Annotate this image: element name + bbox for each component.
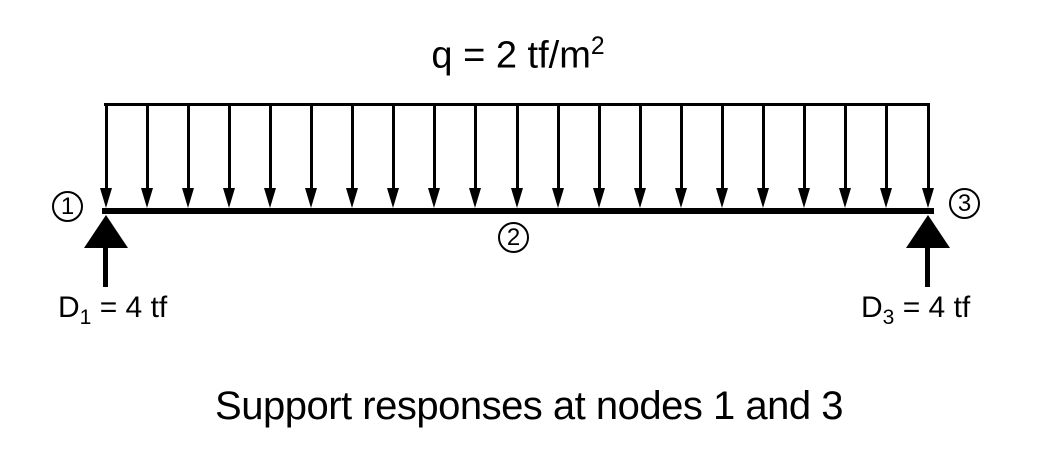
- load-arrow-head: [674, 188, 687, 208]
- load-arrow-shaft: [268, 104, 272, 190]
- node-label-1: 1: [52, 191, 83, 222]
- d1-value: = 4 tf: [91, 291, 168, 324]
- load-arrow-shaft: [474, 104, 478, 190]
- beam: [102, 208, 934, 214]
- load-arrow-shaft: [721, 104, 724, 190]
- d1-symbol: D: [58, 291, 80, 324]
- d3-symbol: D: [861, 291, 883, 324]
- node-3-number: 3: [957, 189, 972, 217]
- load-arrow-head: [99, 188, 112, 208]
- load-arrow-shaft: [597, 104, 601, 190]
- load-arrow-head: [469, 188, 482, 208]
- load-arrow-head: [757, 188, 770, 208]
- load-arrow-head: [633, 188, 646, 208]
- d3-value: = 4 tf: [894, 291, 971, 324]
- load-arrow-shaft: [926, 104, 930, 190]
- load-arrow-shaft: [433, 104, 437, 190]
- load-arrow-shaft: [392, 104, 396, 190]
- load-arrow-shaft: [762, 104, 766, 190]
- load-arrow-shaft: [844, 104, 848, 190]
- load-arrow-head: [305, 188, 317, 208]
- load-arrow-head: [346, 188, 359, 208]
- d1-subscript: 1: [79, 306, 92, 329]
- diagram-caption: Support responses at nodes 1 and 3: [215, 384, 843, 428]
- reaction-arrow-head-right: [906, 215, 950, 248]
- load-arrow-head: [839, 188, 852, 208]
- load-arrow-shaft: [186, 104, 190, 190]
- load-label-text: q = 2 tf/m: [431, 34, 591, 77]
- load-arrow-head: [716, 188, 728, 208]
- load-arrow-head: [592, 188, 605, 208]
- load-arrow-head: [921, 188, 934, 208]
- load-arrow-head: [510, 188, 523, 208]
- load-arrow-shaft: [351, 104, 355, 190]
- reaction-label-d3: D3 = 4 tf: [861, 291, 970, 330]
- load-arrow-head: [428, 188, 441, 208]
- load-arrow-shaft: [227, 104, 231, 190]
- load-arrow-shaft: [638, 104, 642, 190]
- load-arrow-shaft: [556, 104, 560, 190]
- node-label-3: 3: [949, 188, 980, 219]
- d3-subscript: 3: [882, 306, 895, 329]
- load-arrow-shaft: [885, 104, 889, 190]
- load-arrow-head: [387, 188, 400, 208]
- load-arrow-head: [222, 188, 235, 208]
- reaction-arrow-head-left: [84, 215, 128, 248]
- node-2-number: 2: [506, 223, 521, 251]
- load-arrow-shaft: [104, 104, 108, 190]
- load-label-exponent: 2: [590, 33, 605, 60]
- load-arrow-shaft: [803, 104, 807, 190]
- load-arrow-head: [798, 188, 811, 208]
- reaction-label-d1: D1 = 4 tf: [58, 291, 167, 330]
- reaction-arrow-shaft-right: [925, 247, 930, 287]
- load-arrow-head: [140, 188, 153, 208]
- load-arrow-shaft: [679, 104, 683, 190]
- node-label-2: 2: [498, 222, 529, 253]
- load-arrow-head: [551, 188, 564, 208]
- load-arrow-shaft: [145, 104, 149, 190]
- load-arrow-shaft: [515, 104, 519, 190]
- distributed-load-label: q = 2 tf/m2: [102, 33, 934, 78]
- load-arrow-head: [880, 188, 893, 208]
- node-1-number: 1: [60, 192, 75, 220]
- load-arrow-head: [181, 188, 194, 208]
- load-arrow-head: [263, 188, 276, 208]
- reaction-arrow-shaft-left: [103, 247, 108, 287]
- load-arrow-shaft: [310, 104, 313, 190]
